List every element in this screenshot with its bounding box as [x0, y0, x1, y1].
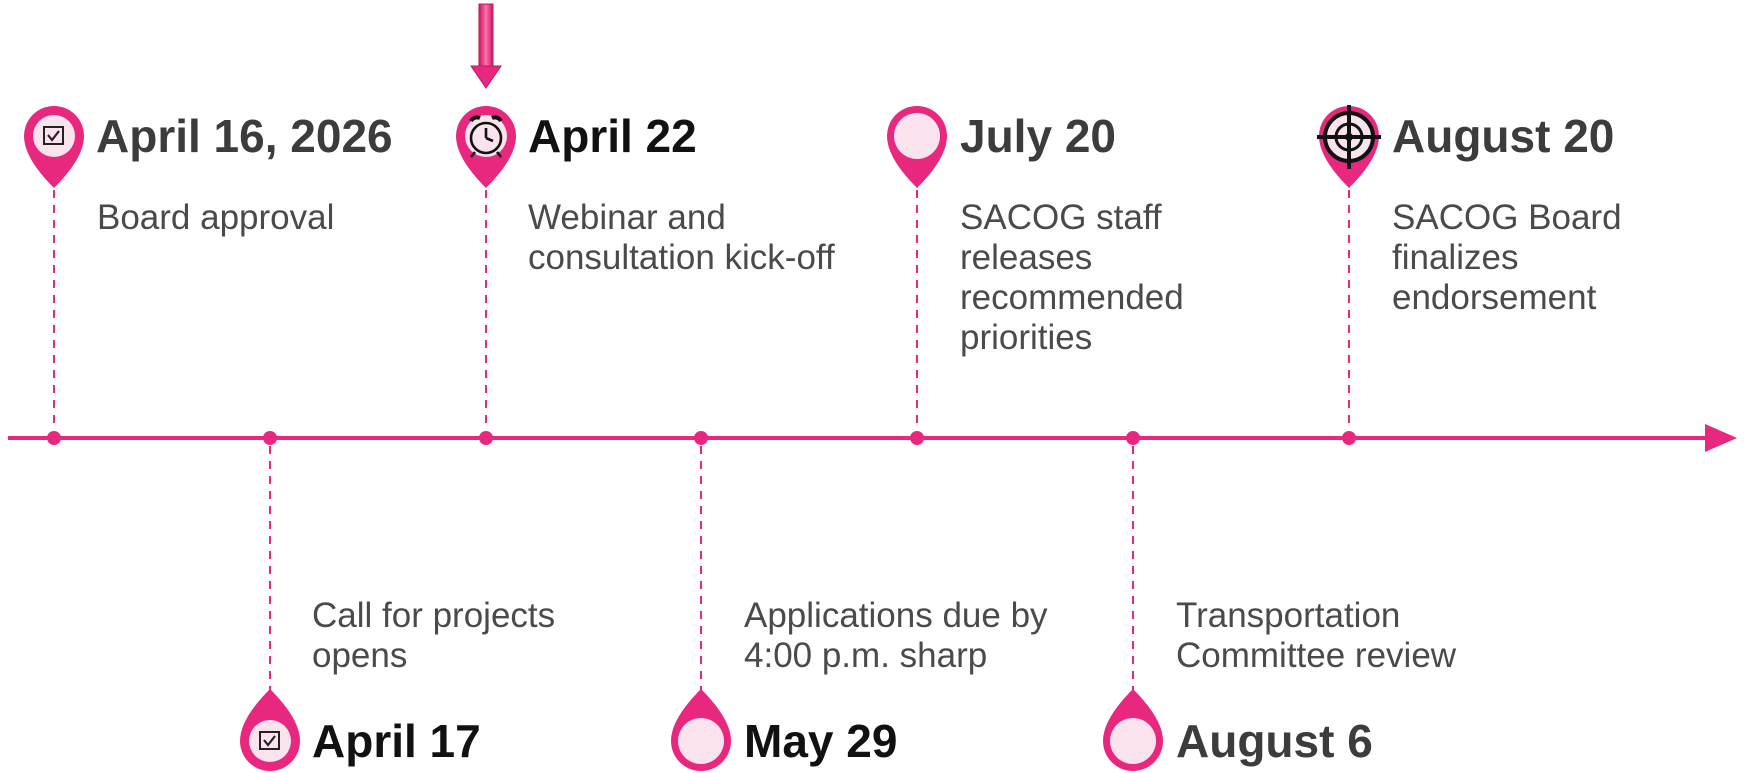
pin-marker-7 [1317, 105, 1381, 188]
pin-marker-2 [240, 689, 300, 771]
milestone-description-2: Call for projects opens [312, 596, 556, 675]
target-icon [1317, 105, 1381, 169]
milestone-date-4: May 29 [744, 715, 898, 767]
pin-marker-3 [456, 106, 516, 188]
checkbox-icon [259, 731, 280, 750]
milestone-description-3: Webinar and consultation kick-off [528, 198, 835, 277]
pin-marker-6 [1103, 689, 1163, 771]
milestone-date-2: April 17 [312, 715, 481, 767]
milestone-description-7: SACOG Board finalizes endorsement [1392, 198, 1622, 317]
milestone-description-4: Applications due by 4:00 p.m. sharp [744, 596, 1048, 675]
milestone-date-5: July 20 [960, 110, 1116, 162]
milestone-description-5: SACOG staff releases recommended priorit… [960, 198, 1184, 357]
axis-dot-1 [47, 431, 61, 445]
axis-dot-4 [694, 431, 708, 445]
milestone-date-7: August 20 [1392, 110, 1615, 162]
pin-marker-5 [887, 106, 947, 188]
pin-marker-4 [671, 689, 731, 771]
axis-dot-3 [479, 431, 493, 445]
milestone-date-6: August 6 [1176, 715, 1373, 767]
milestone-description-1: Board approval [97, 198, 335, 237]
axis-dot-6 [1126, 431, 1140, 445]
axis-dot-2 [263, 431, 277, 445]
alarm-clock-icon [469, 115, 503, 158]
timeline-arrowhead [1705, 424, 1737, 452]
pin-marker-1 [24, 106, 84, 188]
milestone-date-3: April 22 [528, 110, 697, 162]
highlight-arrow [470, 3, 502, 89]
milestone-description-6: Transportation Committee review [1176, 596, 1457, 675]
axis-dot-5 [910, 431, 924, 445]
milestone-date-1: April 16, 2026 [96, 110, 393, 162]
axis-dot-7 [1342, 431, 1356, 445]
checkbox-icon [43, 126, 64, 145]
